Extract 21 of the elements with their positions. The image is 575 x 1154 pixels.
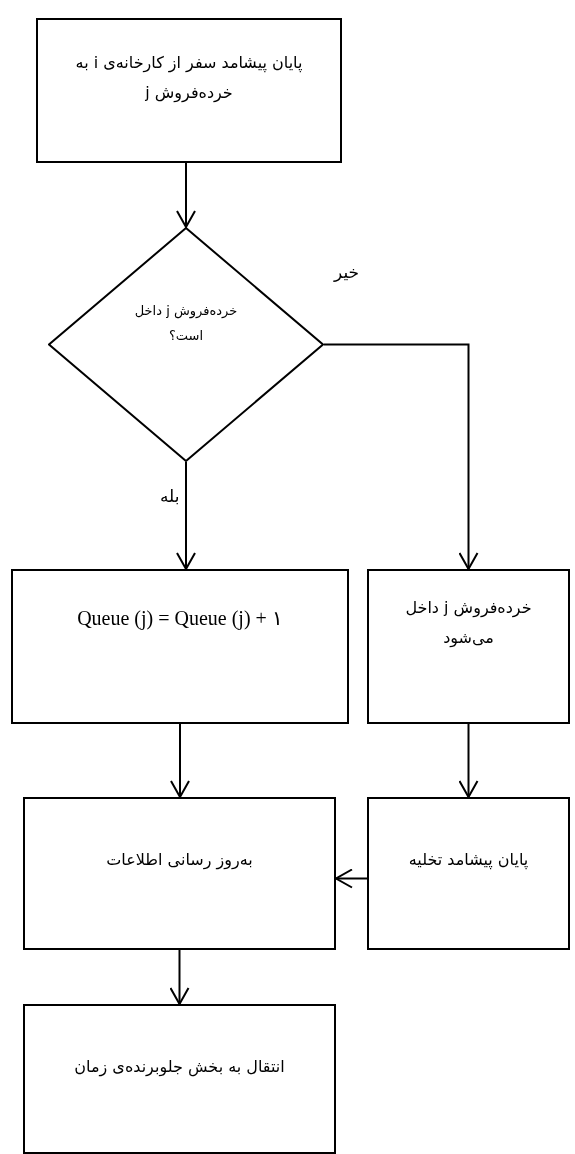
arrow bbox=[170, 723, 190, 798]
arrow bbox=[335, 868, 368, 889]
arrow bbox=[323, 343, 479, 570]
process-box bbox=[23, 1004, 336, 1154]
process-box bbox=[11, 569, 349, 724]
process-box bbox=[36, 18, 342, 163]
arrow bbox=[176, 162, 196, 228]
process-box bbox=[367, 569, 570, 724]
node-text: Queue (j) = Queue (j) + ۱ bbox=[77, 606, 283, 632]
arrow bbox=[458, 723, 479, 798]
node-text: پایان پیشامد سفر از کارخانه‌ی i به خرده‌فروش j bbox=[74, 52, 304, 105]
process-box bbox=[367, 797, 570, 950]
node-text: خرده‌فروش j داخل است؟ bbox=[133, 302, 239, 345]
arrow bbox=[169, 949, 190, 1005]
process-box bbox=[23, 797, 336, 950]
node-text: به‌روز رسانی اطلاعات bbox=[106, 849, 253, 872]
node-text: پایان پیشامد تخلیه bbox=[408, 849, 529, 872]
decision-diamond bbox=[48, 227, 324, 462]
node-text: انتقال به بخش جلوبرنده‌ی زمان bbox=[74, 1056, 285, 1079]
arrow bbox=[176, 461, 196, 570]
node-text: خرده‌فروش j داخل می‌شود bbox=[404, 597, 533, 650]
